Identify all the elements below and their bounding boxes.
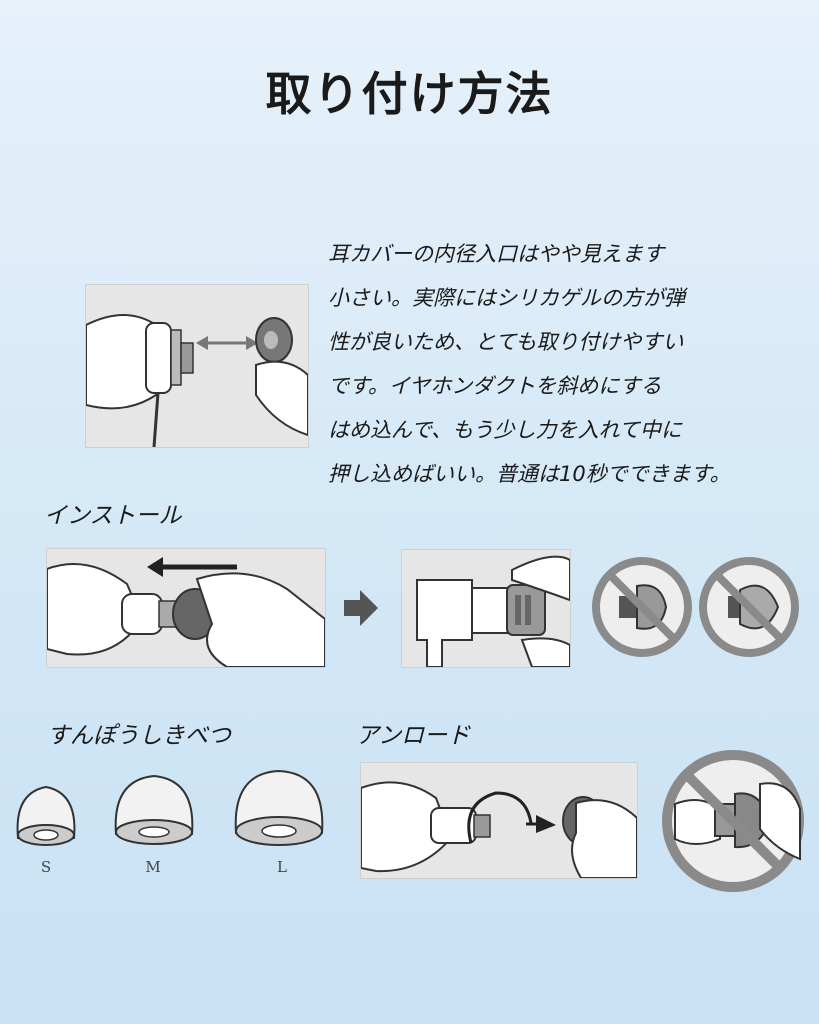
size-label-m: M xyxy=(145,858,161,876)
size-label-s: S xyxy=(40,858,52,876)
install-heading: インストール xyxy=(44,503,182,529)
ear-tip-size-s xyxy=(14,783,78,851)
instruction-line: 性が良いため、とても取り付けやすい xyxy=(328,330,684,354)
unload-heading: アンロード xyxy=(356,723,471,749)
ear-tip-size-m xyxy=(112,772,196,850)
forbidden-icon xyxy=(591,556,693,658)
forbidden-icon xyxy=(660,749,806,893)
instruction-text: 耳カバーの内径入口はやや見えます 小さい。実際にはシリカゲルの方が弾 性が良いた… xyxy=(328,232,818,496)
page-title: 取り付け方法 xyxy=(265,67,554,121)
instruction-line: 小さい。実際にはシリカゲルの方が弾 xyxy=(328,286,685,310)
install-step-illustration xyxy=(46,548,326,668)
installed-result-illustration xyxy=(401,549,571,668)
sizes-heading: すんぽうしきべつ xyxy=(47,723,231,749)
forbidden-icon xyxy=(698,556,800,658)
ear-tip-size-l xyxy=(232,767,326,851)
size-label-l: L xyxy=(277,858,287,876)
unload-illustration xyxy=(360,762,638,879)
instruction-line: はめ込んで、もう少し力を入れて中に xyxy=(328,418,682,442)
tip-alignment-illustration xyxy=(85,284,309,448)
instruction-line: 押し込めばいい。普通は10秒でできます。 xyxy=(328,462,731,486)
instruction-line: です。イヤホンダクトを斜めにする xyxy=(328,374,662,398)
arrow-right-icon xyxy=(344,590,378,630)
instruction-line: 耳カバーの内径入口はやや見えます xyxy=(328,242,664,266)
